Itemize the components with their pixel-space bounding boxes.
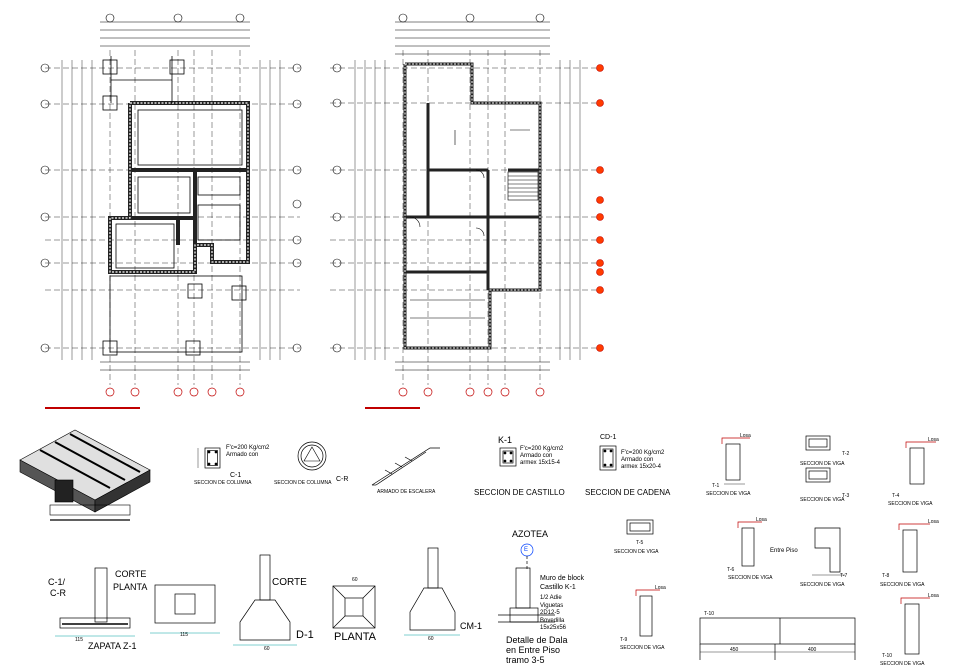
bovedilla-dim-note: 15x25x56 xyxy=(540,625,567,631)
k1-armado: Armado con xyxy=(520,453,553,459)
viguetas-note: Viguetas xyxy=(540,603,564,609)
zapata-title: ZAPATA Z-1 xyxy=(88,641,137,651)
d1-plan-dim: 60 xyxy=(352,577,358,583)
c1-col-label: C-1 xyxy=(230,472,242,479)
t3-label: T-3 xyxy=(842,493,850,499)
t2-label: T-2 xyxy=(842,451,850,457)
t10-beam-label: T-10 xyxy=(704,611,715,617)
entre-piso-t7: Entre Piso xyxy=(770,548,798,554)
t9-label: T-9 xyxy=(620,637,628,643)
cadena-cd1-section xyxy=(599,445,617,471)
c1cr-label-1: C-1/ xyxy=(48,577,66,587)
zapata-dim-115: 115 xyxy=(75,637,83,643)
zapata-z1-planta xyxy=(150,584,220,634)
viga-title-t8: SECCION DE VIGA xyxy=(880,582,925,588)
t10-dim-450: 450 xyxy=(730,647,739,653)
losa-t6: Losa xyxy=(756,517,767,523)
k1-fc: F'c=200 Kg/cm2 xyxy=(520,446,564,452)
t1-label: T-1 xyxy=(712,483,720,489)
d1-corte xyxy=(233,554,297,646)
azotea-label: AZOTEA xyxy=(512,529,549,539)
castillo-k1-section xyxy=(499,447,517,467)
zapata-plan-dim: 115 xyxy=(180,632,188,638)
foundation-plan-left xyxy=(40,13,302,409)
losa-t8: Losa xyxy=(928,519,939,525)
viga-title-t4: SECCION DE VIGA xyxy=(888,501,933,507)
beam-sections xyxy=(626,435,936,660)
stair-reinforcement xyxy=(371,447,440,486)
cd1-fc: F'c=200 Kg/cm2 xyxy=(621,450,665,456)
viga-title-t1: SECCION DE VIGA xyxy=(706,491,751,497)
c1-fc-note: F'c=200 Kg/cm2 xyxy=(226,445,270,451)
detalle-line-1: Detalle de Dala xyxy=(506,635,568,645)
planta-label-a: PLANTA xyxy=(113,582,148,592)
t10-dim-400: 400 xyxy=(808,647,817,653)
cd1-label: CD-1 xyxy=(600,434,617,441)
losa-t1: Losa xyxy=(740,433,751,439)
losa-t9: Losa xyxy=(655,585,666,591)
viga-title-t2: SECCION DE VIGA xyxy=(800,461,845,467)
castillo-k1-note: Castillo K-1 xyxy=(540,584,576,591)
zapata-z1-corte xyxy=(55,567,135,637)
structural-plan-right xyxy=(330,13,604,409)
viga-title-t9: SECCION DE VIGA xyxy=(620,645,665,651)
column-c1-section xyxy=(197,447,221,469)
losa-t10: Losa xyxy=(928,593,939,599)
axis-e-label: E xyxy=(524,547,529,553)
k1-label: K-1 xyxy=(498,435,513,445)
c1cr-label-2: C-R xyxy=(50,588,66,598)
footing-isometric xyxy=(19,429,151,521)
corte-label-a: CORTE xyxy=(115,569,147,579)
planta-label-b: PLANTA xyxy=(334,631,376,643)
c1-armado-note: Armado con xyxy=(226,452,259,458)
viga-title-t10: SECCION DE VIGA xyxy=(880,661,925,667)
cadena-section-title: SECCION DE CADENA xyxy=(585,488,671,497)
cr-col-label: C-R xyxy=(336,476,349,483)
viga-title-t3: SECCION DE VIGA xyxy=(800,497,845,503)
detalle-line-2: en Entre Piso xyxy=(506,645,561,655)
d1-planta xyxy=(332,585,376,629)
t4-label: T-4 xyxy=(892,493,900,499)
cr-section-title: SECCION DE COLUMNA xyxy=(274,480,332,486)
t10-label: T-10 xyxy=(882,653,893,659)
c1-section-title: SECCION DE COLUMNA xyxy=(194,480,252,486)
viga-title-t5: SECCION DE VIGA xyxy=(614,549,659,555)
d1-label: D-1 xyxy=(296,629,314,641)
cm1-label: CM-1 xyxy=(460,621,482,631)
t8-label: T-8 xyxy=(882,573,890,579)
cm1-section xyxy=(404,547,460,636)
dala-entrepiso-detail xyxy=(498,543,555,623)
castillo-section-title: SECCION DE CASTILLO xyxy=(474,488,565,497)
muro-block-note: Muro de block xyxy=(540,575,584,582)
cm1-dim-60: 60 xyxy=(428,636,434,642)
d1-dim-60: 60 xyxy=(264,646,270,652)
losa-t4: Losa xyxy=(928,437,939,443)
cd1-armex: armex 15x20-4 xyxy=(621,464,662,470)
adie-note: 1/2 Adie xyxy=(540,595,562,601)
t7-label: T-7 xyxy=(840,573,848,579)
bovedilla-note: Bovedilla xyxy=(540,618,565,624)
detalle-line-3: tramo 3-5 xyxy=(506,655,545,665)
cd1-armado: Armado con xyxy=(621,457,654,463)
viga-title-t7: SECCION DE VIGA xyxy=(800,582,845,588)
column-cr-section xyxy=(297,441,327,471)
t6-label: T-6 xyxy=(727,567,735,573)
t5-label: T-5 xyxy=(636,540,644,546)
viga-title-t6: SECCION DE VIGA xyxy=(728,575,773,581)
corte-label-b: CORTE xyxy=(272,577,307,588)
escalera-title: ARMADO DE ESCALERA xyxy=(377,489,436,495)
k1-armex: armex 15x15-4 xyxy=(520,460,561,466)
dala-note: 2D12-5 xyxy=(540,610,560,616)
